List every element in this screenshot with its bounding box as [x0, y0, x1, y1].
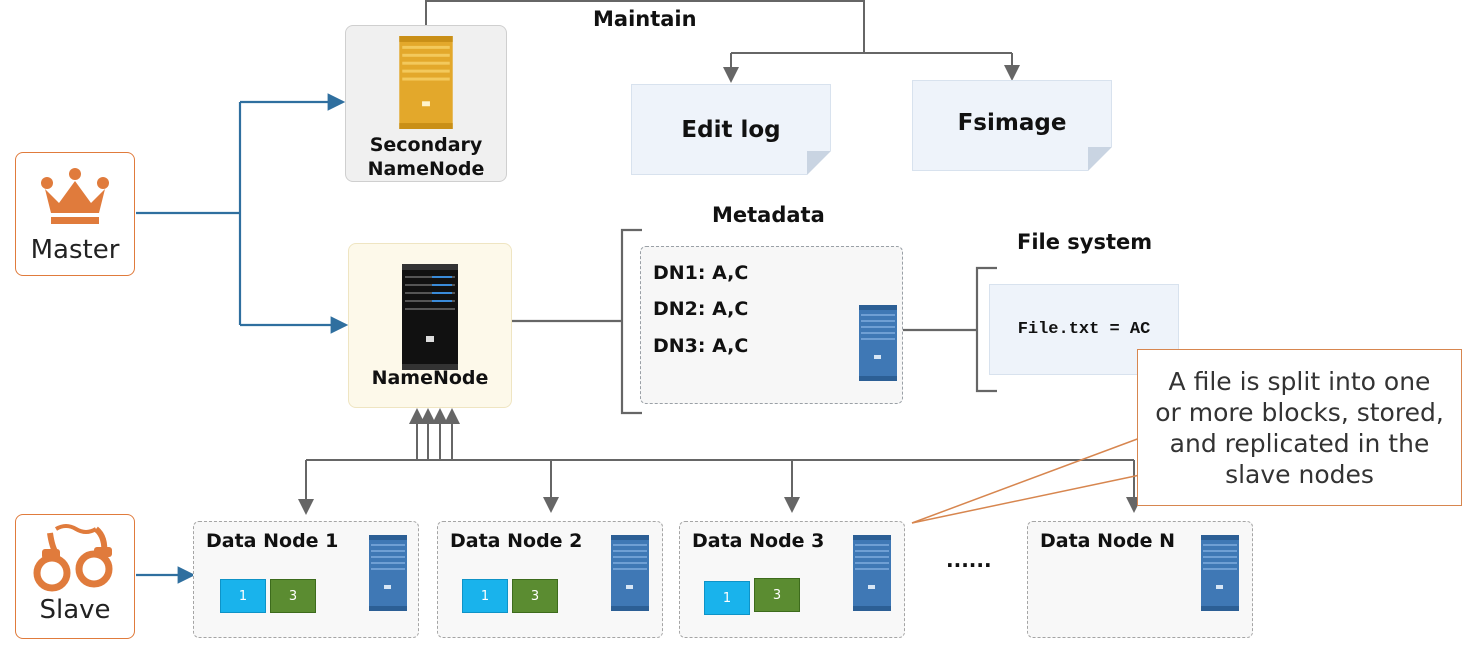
master-role: Master	[15, 152, 135, 276]
block-3: 3	[512, 579, 558, 613]
data-node-2: Data Node 2 1 3	[437, 521, 663, 638]
server-icon	[369, 535, 407, 611]
metadata-box: DN1: A,C DN2: A,C DN3: A,C	[640, 246, 903, 404]
edit-log-doc: Edit log	[631, 84, 831, 175]
data-node-title: Data Node 1	[206, 530, 339, 552]
datanode-connector	[298, 408, 1142, 515]
block-3: 3	[270, 579, 316, 613]
fsimage-doc: Fsimage	[912, 80, 1112, 171]
metadata-title: Metadata	[712, 203, 825, 227]
server-icon	[1201, 535, 1239, 611]
crown-icon	[41, 168, 109, 224]
master-connector	[136, 93, 349, 584]
metadata-entry: DN2: A,C	[653, 298, 749, 320]
slave-role: Slave	[15, 514, 135, 639]
metadata-entry: DN3: A,C	[653, 335, 749, 357]
secondary-namenode-label: Secondary NameNode	[368, 133, 485, 181]
namenode: NameNode	[348, 243, 512, 408]
secondary-line2: NameNode	[367, 158, 485, 180]
file-system-title: File system	[1017, 230, 1153, 254]
edit-log-label: Edit log	[681, 116, 781, 143]
data-node-n: Data Node N	[1027, 521, 1253, 638]
ellipsis: ......	[946, 548, 992, 572]
slave-label: Slave	[39, 595, 111, 625]
page-fold-icon	[807, 151, 831, 175]
file-system-content: File.txt = AC	[1017, 320, 1151, 339]
secondary-namenode: Secondary NameNode	[345, 25, 507, 182]
data-node-1: Data Node 1 1 3	[193, 521, 419, 638]
maintain-connector	[425, 0, 1020, 83]
maintain-title: Maintain	[593, 7, 697, 31]
page-fold-icon	[1088, 147, 1112, 171]
metadata-connector	[511, 228, 997, 415]
server-icon	[399, 36, 453, 129]
namenode-label: NameNode	[371, 367, 489, 389]
data-node-title: Data Node 3	[692, 530, 825, 552]
callout-pointer	[911, 437, 1141, 524]
metadata-entry: DN1: A,C	[653, 262, 749, 284]
server-icon	[402, 264, 458, 370]
server-icon	[853, 535, 891, 611]
server-icon	[859, 305, 897, 381]
block-3: 3	[754, 578, 800, 612]
block-1: 1	[220, 579, 266, 613]
data-node-3: Data Node 3 1 3	[679, 521, 905, 638]
fsimage-label: Fsimage	[957, 109, 1067, 136]
handcuffs-icon	[33, 524, 113, 592]
callout-text: A file is split into one or more blocks,…	[1155, 366, 1444, 489]
data-node-title: Data Node N	[1040, 530, 1176, 552]
server-icon	[611, 535, 649, 611]
block-1: 1	[462, 579, 508, 613]
secondary-line1: Secondary	[369, 134, 483, 156]
data-node-title: Data Node 2	[450, 530, 583, 552]
replication-callout: A file is split into one or more blocks,…	[1137, 349, 1462, 506]
block-1: 1	[704, 581, 750, 615]
master-label: Master	[30, 235, 120, 265]
